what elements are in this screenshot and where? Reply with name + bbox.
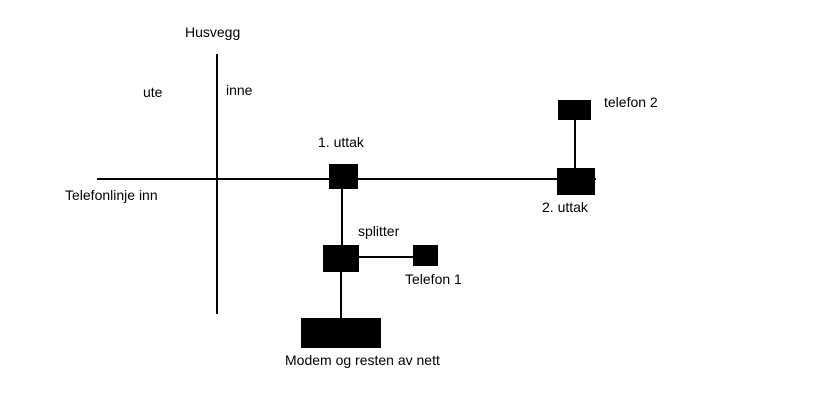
phone-line-in-label: Telefonlinje inn: [65, 187, 158, 203]
modem-box: [301, 318, 381, 348]
outlet2-box: [557, 168, 595, 195]
phone1-box: [413, 245, 438, 266]
wall-label: Husvegg: [185, 24, 241, 40]
phone1-label: Telefon 1: [405, 271, 462, 287]
outlet2-label: 2. uttak: [542, 199, 588, 215]
modem-label: Modem og resten av nett: [285, 352, 440, 368]
splitter-label: splitter: [358, 223, 400, 239]
outlet1-box: [329, 164, 358, 189]
phone2-label: telefon 2: [604, 94, 658, 110]
outside-label: ute: [143, 84, 163, 100]
splitter-box: [323, 245, 359, 272]
phone2-box: [558, 100, 591, 120]
outlet1-label: 1. uttak: [318, 134, 364, 150]
inside-label: inne: [226, 82, 253, 98]
